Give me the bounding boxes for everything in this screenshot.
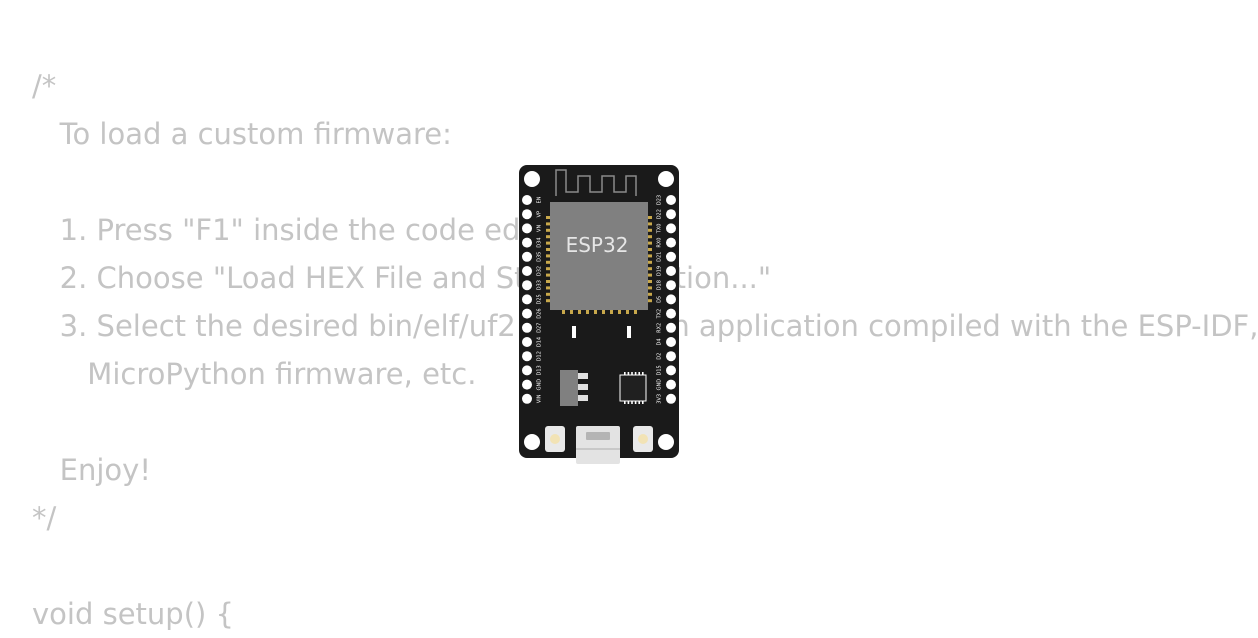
header-pin[interactable]: [522, 379, 532, 390]
esp32-board-graphic: ESP32 ENVPVND34D35D32D33D25D26D27D14D12D…: [519, 165, 679, 464]
pin-label: D2: [657, 353, 663, 360]
pin-label: GND: [657, 379, 663, 391]
header-pin[interactable]: [666, 308, 676, 319]
smd-component: [572, 326, 576, 338]
led-indicator: [550, 434, 560, 444]
pin-label: D35: [537, 252, 543, 262]
module-pins-left: [546, 216, 551, 303]
header-pins-right[interactable]: [666, 195, 676, 404]
pin-label: D33: [537, 280, 543, 290]
header-pin[interactable]: [522, 237, 532, 248]
header-pin[interactable]: [522, 393, 532, 404]
header-pin[interactable]: [522, 223, 532, 234]
chip-label: ESP32: [566, 233, 629, 257]
code-line: MicroPython firmware, etc.: [32, 357, 477, 391]
header-pin[interactable]: [522, 195, 532, 205]
esp32-module: [550, 202, 648, 310]
code-line: [32, 542, 1168, 590]
code-line: To load a custom firmware:: [32, 117, 452, 151]
header-pin[interactable]: [522, 351, 532, 362]
header-pin[interactable]: [522, 251, 532, 262]
pin-label: VP: [537, 211, 543, 217]
pin-label: D15: [657, 365, 663, 375]
header-pin[interactable]: [666, 223, 676, 234]
header-pin[interactable]: [522, 209, 532, 220]
header-pin[interactable]: [666, 393, 676, 404]
module-pins-right: [647, 216, 652, 303]
code-line: 1. Press "F1" inside the code editor: [32, 213, 570, 247]
header-pin[interactable]: [522, 322, 532, 333]
header-pin[interactable]: [666, 237, 676, 248]
pin-label: D12: [537, 351, 543, 361]
usb-uart-chip: [619, 374, 647, 402]
pin-label: TX0: [657, 224, 663, 235]
antenna-trace: [555, 169, 637, 196]
pin-label: TX2: [657, 309, 663, 320]
header-pin[interactable]: [666, 365, 676, 376]
pin-label: D25: [537, 294, 543, 304]
header-pin[interactable]: [522, 337, 532, 347]
pin-label: VN: [537, 225, 543, 232]
pin-label: D14: [537, 337, 543, 347]
header-pin[interactable]: [522, 266, 532, 276]
pin-label: VIN: [537, 394, 543, 403]
header-pins-left[interactable]: [522, 195, 532, 404]
header-pin[interactable]: [666, 209, 676, 220]
header-pin[interactable]: [666, 351, 676, 362]
mounting-hole: [524, 434, 540, 450]
header-pin[interactable]: [666, 294, 676, 305]
module-pins-bottom: [562, 309, 637, 314]
header-pin[interactable]: [522, 294, 532, 305]
code-line: */: [32, 501, 57, 535]
code-line: Enjoy!: [32, 453, 151, 487]
header-pin[interactable]: [666, 266, 676, 276]
pin-label: D27: [537, 323, 543, 333]
code-line: void setup() {: [32, 597, 234, 631]
header-pin[interactable]: [522, 308, 532, 319]
smd-component: [627, 326, 631, 338]
pin-label: EN: [537, 196, 543, 203]
pin-label: D22: [657, 209, 663, 219]
header-pin[interactable]: [666, 195, 676, 205]
mounting-hole: [658, 434, 674, 450]
led-indicator: [638, 434, 648, 444]
header-pin[interactable]: [666, 379, 676, 390]
mounting-hole: [658, 171, 674, 187]
usb-uart-chip-pins: [624, 372, 644, 404]
pin-label: RX0: [657, 238, 663, 248]
voltage-regulator: [560, 370, 578, 406]
pin-label: D5: [657, 296, 663, 303]
code-line: /*: [32, 69, 57, 103]
header-pin[interactable]: [666, 280, 676, 291]
pin-label: 3V3: [657, 394, 663, 404]
pin-label: D4: [657, 338, 663, 345]
header-pin[interactable]: [522, 365, 532, 376]
pin-label: RX2: [657, 323, 663, 333]
header-pin[interactable]: [666, 322, 676, 333]
header-pin[interactable]: [666, 251, 676, 262]
header-pin[interactable]: [666, 337, 676, 347]
pin-label: D26: [537, 308, 543, 318]
header-pin[interactable]: [522, 280, 532, 291]
pin-label: GND: [537, 379, 543, 391]
pin-label: D32: [537, 266, 543, 276]
pin-label: D13: [537, 365, 543, 375]
mounting-hole: [524, 171, 540, 187]
pin-label: D19: [657, 266, 663, 276]
pin-label: D23: [657, 195, 663, 205]
pin-label: D21: [657, 252, 663, 262]
pin-label: D34: [537, 237, 543, 247]
pin-label: D18: [657, 280, 663, 290]
micro-usb-port[interactable]: [576, 426, 620, 464]
